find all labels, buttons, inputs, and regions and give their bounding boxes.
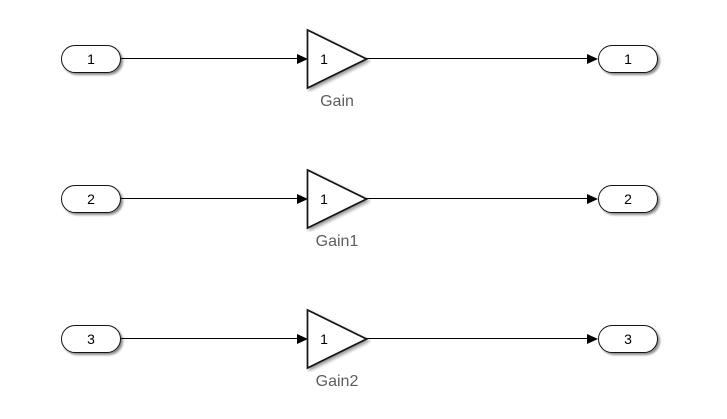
gain-value: 1 [320,191,328,207]
outport-block[interactable]: 2 [598,185,658,213]
signal-wire[interactable] [121,198,297,200]
outport-block[interactable]: 3 [598,325,658,353]
gain-block-label[interactable]: Gain [320,93,354,110]
gain-block[interactable]: 1 [306,308,372,372]
outport-number: 1 [624,51,632,67]
inport-block[interactable]: 1 [61,45,121,73]
gain-block-label[interactable]: Gain1 [315,233,359,250]
outport-number: 3 [624,331,632,347]
inport-number: 1 [87,51,95,67]
gain-triangle-icon: 1 [306,28,369,90]
wire-arrowhead-icon [297,193,308,204]
inport-number: 2 [87,191,95,207]
outport-number: 2 [624,191,632,207]
signal-wire[interactable] [121,338,297,340]
signal-wire[interactable] [366,198,587,200]
gain-value: 1 [320,51,328,67]
wire-arrowhead-icon [587,193,598,204]
outport-block[interactable]: 1 [598,45,658,73]
gain-block-label[interactable]: Gain2 [315,373,359,390]
inport-number: 3 [87,331,95,347]
wire-arrowhead-icon [297,333,308,344]
gain-triangle-icon: 1 [306,168,369,230]
gain-block[interactable]: 1 [306,28,372,92]
gain-triangle-icon: 1 [306,308,369,370]
inport-block[interactable]: 3 [61,325,121,353]
wire-arrowhead-icon [587,333,598,344]
gain-value: 1 [320,331,328,347]
signal-wire[interactable] [366,58,587,60]
inport-block[interactable]: 2 [61,185,121,213]
signal-wire[interactable] [366,338,587,340]
signal-wire[interactable] [121,58,297,60]
wire-arrowhead-icon [587,53,598,64]
gain-block[interactable]: 1 [306,168,372,232]
wire-arrowhead-icon [297,53,308,64]
